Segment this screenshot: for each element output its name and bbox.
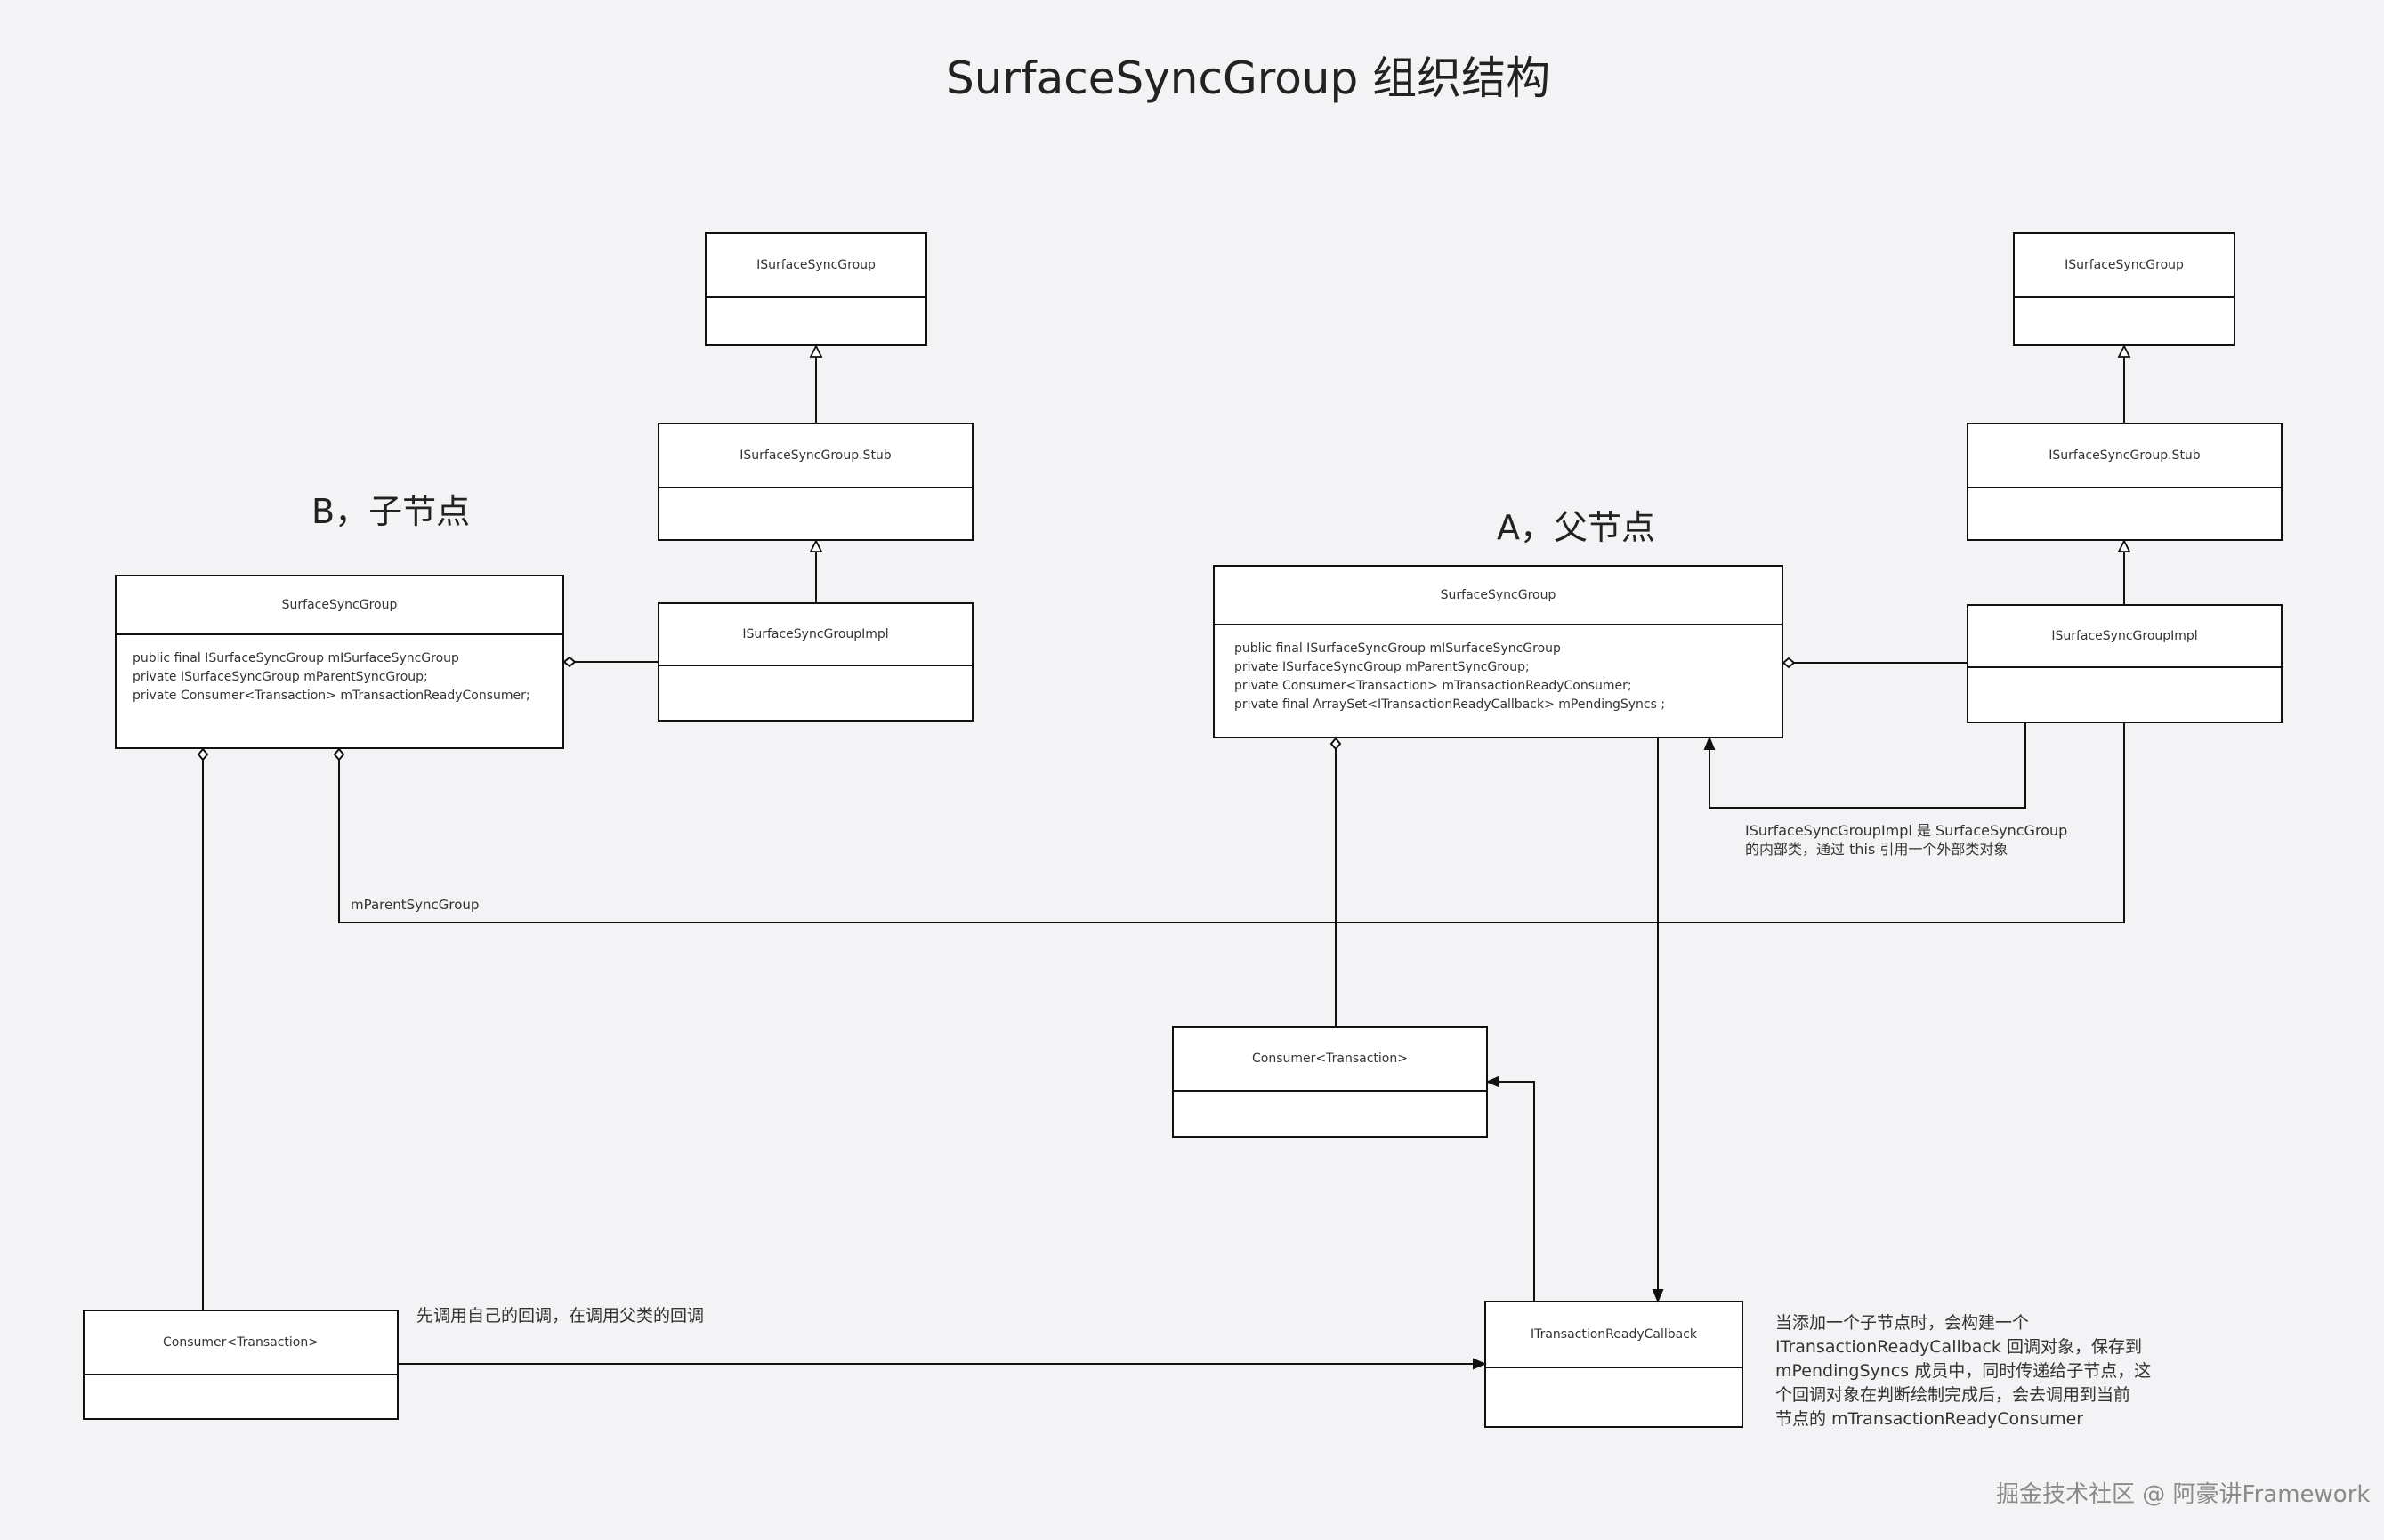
- class-name: ISurfaceSyncGroup.Stub: [1968, 424, 2281, 488]
- class-name: ISurfaceSyncGroup: [707, 234, 925, 298]
- impl-inner-class-note: ISurfaceSyncGroupImpl 是 SurfaceSyncGroup…: [1745, 822, 2068, 858]
- class-name: ISurfaceSyncGroupImpl: [659, 604, 972, 666]
- aggregation-diamond-icon: [1782, 657, 1796, 669]
- class-name: ISurfaceSyncGroupImpl: [1968, 606, 2281, 668]
- aggregation-diamond-icon: [333, 747, 345, 762]
- watermark: 掘金技术社区 @ 阿豪讲Framework: [1996, 1481, 2371, 1508]
- class-members: public final ISurfaceSyncGroup mISurface…: [1234, 641, 1666, 712]
- callback-order-note: 先调用自己的回调，在调用父类的回调: [416, 1306, 705, 1326]
- parent-inheritance-arrow-icon: [2117, 343, 2131, 358]
- parent-impl-class: ISurfaceSyncGroupImpl: [1967, 604, 2283, 723]
- class-name: SurfaceSyncGroup: [117, 576, 562, 635]
- class-name: Consumer<Transaction>: [85, 1311, 397, 1375]
- arrow-head-icon: [1652, 1289, 1664, 1303]
- aggregation-diamond-icon: [562, 656, 577, 668]
- parent-consumer-class: Consumer<Transaction>: [1172, 1026, 1488, 1138]
- child-stub-class: ISurfaceSyncGroup.Stub: [658, 423, 974, 541]
- child-inheritance-arrow-icon: [809, 343, 823, 358]
- parent-callback-class: ITransactionReadyCallback: [1484, 1301, 1743, 1428]
- parent-sync-group-label: mParentSyncGroup: [351, 897, 480, 913]
- callback-description-note: 当添加一个子节点时，会构建一个 ITransactionReadyCallbac…: [1775, 1313, 2152, 1429]
- class-name: ISurfaceSyncGroup: [2015, 234, 2234, 298]
- parent-inheritance-arrow-icon: [2117, 538, 2131, 552]
- child-section-label: B，子节点: [311, 492, 471, 531]
- impl-outer-reference-link: [1709, 723, 2026, 809]
- parent-stub-class: ISurfaceSyncGroup.Stub: [1967, 423, 2283, 541]
- aggregation-diamond-icon: [197, 747, 209, 762]
- class-name: ITransactionReadyCallback: [1486, 1302, 1742, 1368]
- child-consumer-class: Consumer<Transaction>: [83, 1310, 399, 1420]
- class-name: Consumer<Transaction>: [1174, 1028, 1486, 1092]
- class-name: ISurfaceSyncGroup.Stub: [659, 424, 972, 488]
- class-members: public final ISurfaceSyncGroup mISurface…: [133, 651, 530, 703]
- parent-sync-group-link: [338, 723, 2125, 923]
- aggregation-diamond-icon: [1329, 737, 1342, 751]
- arrow-head-icon: [1485, 1076, 1499, 1088]
- parent-section-label: A，父节点: [1497, 508, 1655, 547]
- callback-to-consumer-link: [1499, 1081, 1535, 1301]
- child-inheritance-arrow-icon: [809, 538, 823, 552]
- class-name: SurfaceSyncGroup: [1215, 567, 1782, 625]
- parent-surfacesyncgroup-class: SurfaceSyncGroup public final ISurfaceSy…: [1213, 565, 1783, 738]
- child-surfacesyncgroup-class: SurfaceSyncGroup public final ISurfaceSy…: [115, 575, 564, 749]
- diagram-title: SurfaceSyncGroup 组织结构: [946, 52, 1551, 104]
- arrow-head-icon: [1473, 1358, 1487, 1370]
- arrow-head-icon: [1703, 736, 1716, 750]
- child-impl-class: ISurfaceSyncGroupImpl: [658, 602, 974, 722]
